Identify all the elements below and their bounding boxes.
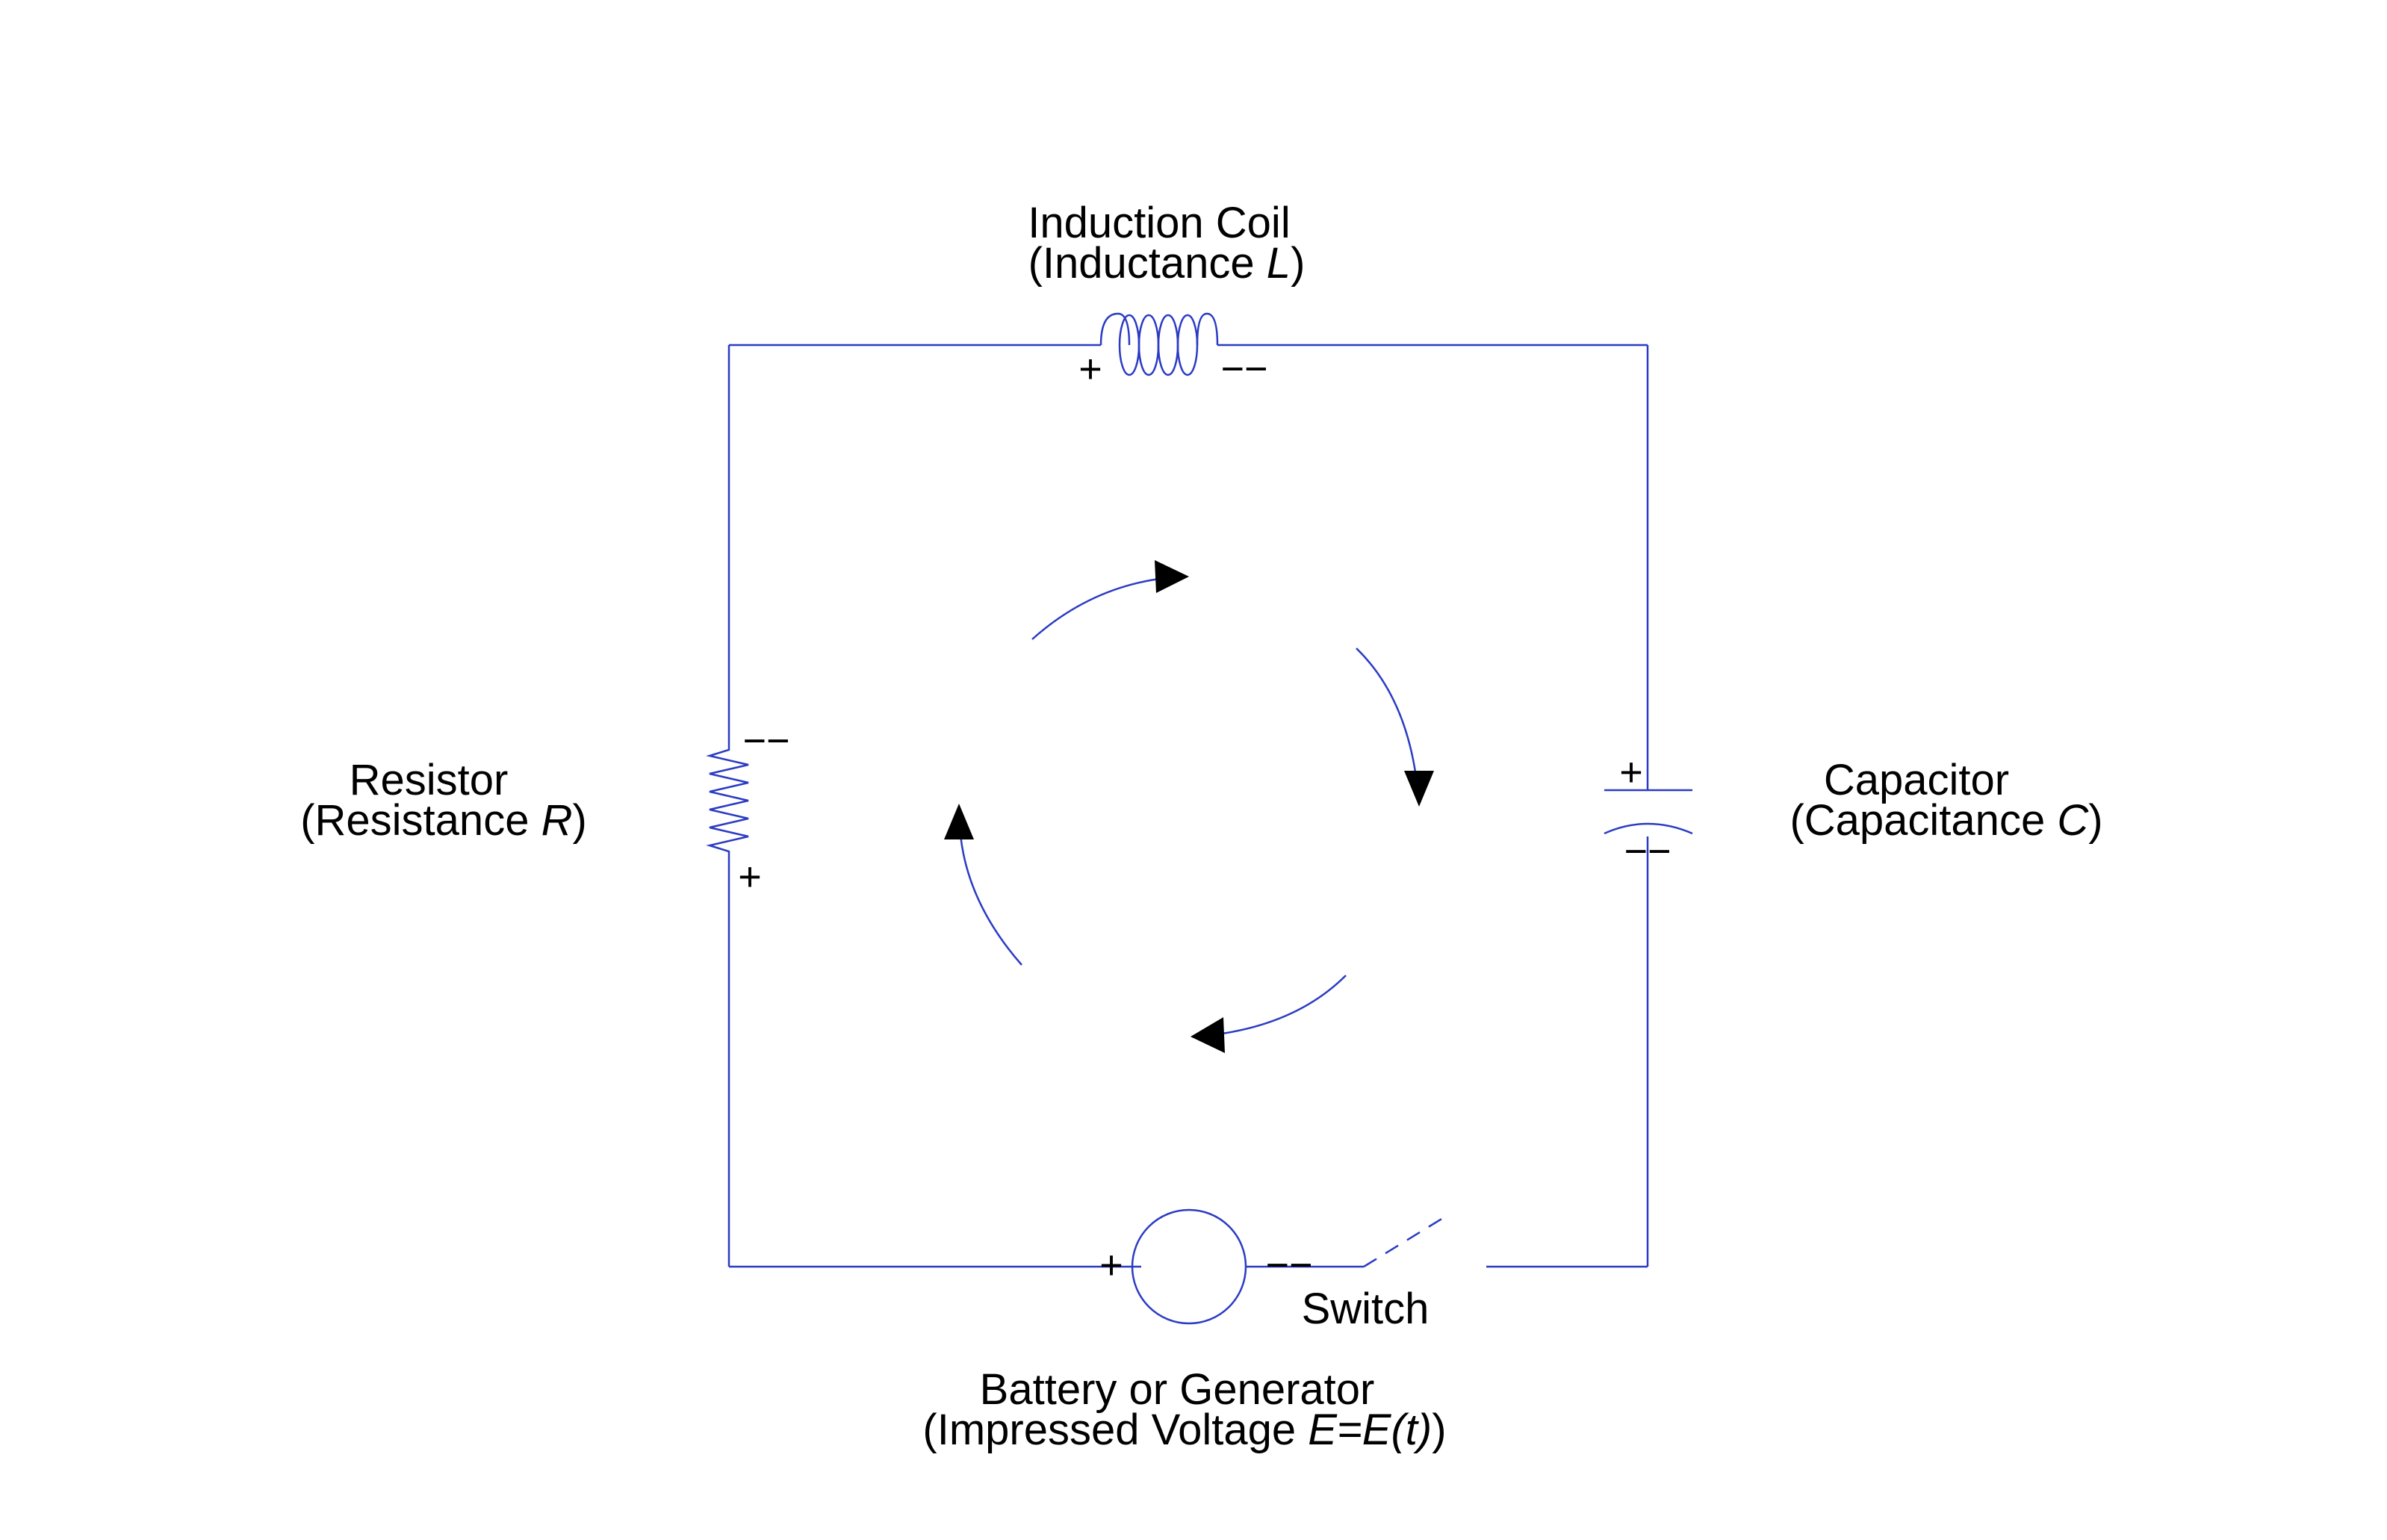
arrowhead-icon — [1191, 1017, 1225, 1053]
switch-icon — [1363, 1213, 1450, 1268]
generator-circle-icon — [1131, 1208, 1247, 1325]
flow-arc-top-left — [1031, 577, 1166, 640]
resistor-zigzag-icon — [706, 745, 749, 857]
inductor-plus-sign: + — [1078, 347, 1102, 391]
inductor-coil-icon — [1099, 312, 1219, 376]
capacitor-name-label: Capacitor — [1824, 756, 2009, 804]
resistor-detail-label: (Resistance R) — [300, 796, 587, 845]
arrowhead-icon — [1404, 771, 1434, 807]
resistor-plus-sign: + — [738, 854, 762, 899]
flow-arc-bottom-right — [1221, 975, 1347, 1035]
arrowhead-icon — [1155, 560, 1189, 593]
capacitor-minus-sign: −− — [1624, 829, 1671, 874]
circuit-wires — [727, 344, 1649, 1268]
source-name-label: Battery or Generator — [980, 1365, 1375, 1414]
resistor-minus-sign: −− — [742, 718, 789, 763]
source-detail-label: (Impressed Voltage E=E(t)) — [922, 1406, 1446, 1454]
inductor-name-label: Induction Coil — [1028, 199, 1290, 247]
flow-arc-top-right — [1356, 648, 1418, 777]
source-minus-sign: −− — [1265, 1243, 1312, 1288]
source-plus-sign: + — [1099, 1243, 1123, 1288]
current-flow-arrows — [944, 560, 1434, 1053]
switch-label: Switch — [1302, 1285, 1430, 1333]
capacitor-plus-sign: + — [1619, 750, 1643, 795]
inductor-minus-sign: −− — [1220, 347, 1267, 391]
capacitor-detail-label: (Capacitance C) — [1790, 796, 2102, 845]
flow-arc-bottom-left — [959, 834, 1022, 966]
arrowhead-icon — [944, 804, 974, 839]
resistor-name-label: Resistor — [350, 756, 509, 804]
inductor-detail-label: (Inductance L) — [1028, 239, 1306, 288]
capacitor-plates-icon — [1604, 789, 1693, 835]
